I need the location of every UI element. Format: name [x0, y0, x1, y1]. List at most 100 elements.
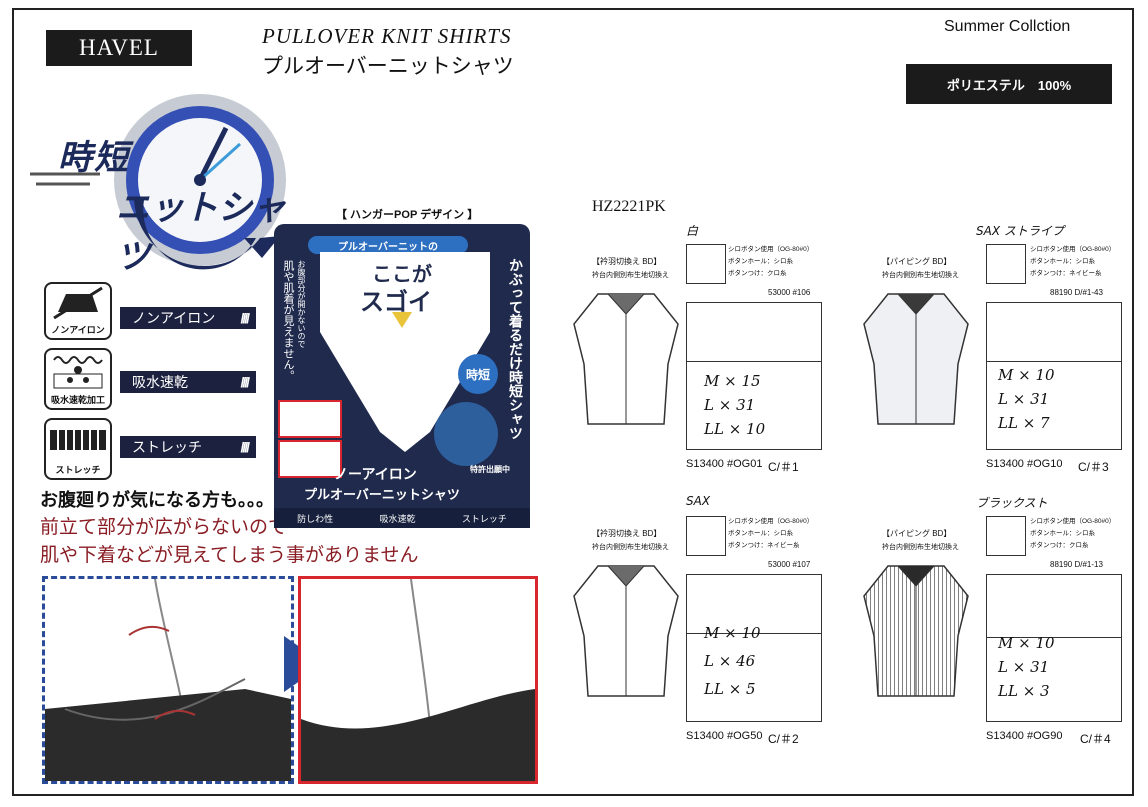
feature-icon-caption: 吸水速乾加工	[50, 395, 105, 405]
pop-big-2: スゴイ	[360, 289, 432, 316]
product-card-4: ブラックスト 【パイピング BD】 衿台内側別布生地切換え シロボタン使用（OG…	[858, 496, 1128, 778]
stretch-icon	[50, 430, 106, 450]
order-qty-l: L × 46	[704, 652, 756, 670]
feature-bar-non-iron: ノンアイロン ////	[120, 307, 256, 329]
fabric-code: 88190 D/#1-43	[1050, 288, 1103, 297]
sku-code: S13400 #OG01	[686, 458, 763, 470]
feature-bar-stretch: ストレッチ ////	[120, 436, 256, 458]
shirt-sketch-icon	[863, 293, 969, 425]
non-iron-icon-box: ノンアイロン	[44, 282, 112, 340]
order-qty-m: M × 10	[998, 366, 1055, 384]
collar-type: 【衿羽切換え BD】	[592, 529, 662, 538]
pop-design-label: 【 ハンガーPOP デザイン 】	[336, 209, 479, 221]
pop-badge: 時短	[458, 354, 498, 394]
collar-note: 衿台内側別布生地切換え	[882, 544, 959, 551]
pop-big-1: ここが	[372, 264, 432, 286]
button-specs: シロボタン使用（OG-80#0） ボタンホール：シロ糸 ボタンつけ：ネイビー糸	[1030, 246, 1116, 277]
logo-line1: 時短	[58, 139, 130, 177]
shirt-sketch-icon	[863, 565, 969, 697]
pop-top-banner: プルオーバーニットの	[308, 236, 468, 254]
pop-thumb-2	[278, 440, 342, 478]
brand-logo: HAVEL	[46, 30, 192, 66]
fabric-code: 53000 #107	[768, 560, 811, 569]
color-tag: ブラックスト	[976, 496, 1048, 510]
order-grid	[686, 302, 822, 450]
order-grid	[686, 574, 822, 722]
order-qty-ll: LL × 5	[704, 680, 756, 698]
water-drops-icon	[53, 356, 103, 389]
order-qty-l: L × 31	[704, 396, 756, 414]
illustration-before	[42, 576, 294, 784]
pop-footer: 防しわ性 吸水速乾 ストレッチ	[274, 508, 530, 528]
color-number: C/＃2	[768, 732, 799, 746]
color-number: C/＃1	[768, 460, 799, 474]
order-qty-ll: LL × 7	[998, 414, 1050, 432]
fabric-code: 88190 D/#1-13	[1050, 560, 1103, 569]
order-grid	[986, 574, 1122, 722]
order-grid	[986, 302, 1122, 450]
iron-icon	[53, 286, 103, 320]
feature-label: ストレッチ	[132, 439, 202, 455]
material-badge: ポリエステル 100%	[906, 64, 1112, 104]
page-frame	[12, 8, 1134, 796]
collar-shape-icon	[320, 252, 490, 452]
logo-line2: ニットシャツ	[116, 189, 286, 276]
stretch-icon-box: ストレッチ	[44, 418, 112, 480]
color-number: C/＃3	[1078, 460, 1109, 474]
pop-left-text: 肌や肌着が見えません。	[282, 260, 294, 381]
fabric-swatch	[986, 516, 1026, 556]
fabric-swatch	[686, 244, 726, 284]
feature-slash: ////	[240, 439, 249, 455]
fabric-closeup-image	[434, 402, 498, 466]
collar-type: 【パイピング BD】	[882, 257, 952, 266]
collar-note: 衿台内側別布生地切換え	[592, 544, 669, 551]
color-tag: SAX	[686, 494, 711, 508]
feature-label: 吸水速乾	[132, 374, 188, 390]
pop-footer-item: 吸水速乾	[379, 513, 416, 524]
pop-left-text-2: お腹部分が開かないので	[297, 260, 306, 348]
quick-dry-icon-box: 吸水速乾加工	[44, 348, 112, 410]
color-tag: SAX ストライプ	[976, 224, 1064, 238]
style-number: HZ2221PK	[592, 198, 666, 215]
order-qty-m: M × 10	[704, 624, 761, 642]
order-qty-ll: LL × 10	[704, 420, 766, 438]
fabric-swatch	[686, 516, 726, 556]
pop-product-2: プルオーバーニットシャツ	[304, 487, 460, 502]
collar-type: 【衿羽切換え BD】	[592, 257, 662, 266]
button-specs: シロボタン使用（OG-80#0） ボタンホール：シロ糸 ボタンつけ：クロ糸	[728, 246, 814, 277]
message-line-2: 前立て部分が広がらないので	[40, 517, 288, 538]
hanger-pop: プルオーバーニットの ここが スゴイ 肌や肌着が見えません。 お腹部分が開かない…	[274, 224, 530, 528]
illustration-after	[298, 576, 538, 784]
sku-code: S13400 #OG90	[986, 730, 1063, 742]
pop-footer-item: 防しわ性	[297, 513, 334, 524]
sku-code: S13400 #OG10	[986, 458, 1063, 470]
feature-label: ノンアイロン	[132, 310, 216, 326]
button-specs: シロボタン使用（OG-80#0） ボタンホール：シロ糸 ボタンつけ：クロ糸	[1030, 518, 1116, 549]
order-qty-m: M × 15	[704, 372, 761, 390]
fabric-code: 53000 #106	[768, 288, 811, 297]
product-card-3: SAX 【衿羽切換え BD】 衿台内側別布生地切換え シロボタン使用（OG-80…	[568, 494, 838, 778]
pop-footer-item: ストレッチ	[461, 513, 507, 524]
feature-icon-caption: ノンアイロン	[51, 325, 105, 335]
collar-note: 衿台内側別布生地切換え	[592, 272, 669, 279]
jitan-logo: 時短 ニットシャツ	[30, 88, 310, 278]
pop-patent: 特許出願中	[470, 465, 510, 474]
feature-slash: ////	[240, 374, 249, 390]
title-english: PULLOVER KNIT SHIRTS	[262, 24, 512, 48]
title-japanese: プルオーバーニットシャツ	[262, 55, 514, 78]
message-line-1: お腹廻りが気になる方も。。。	[40, 490, 274, 510]
collar-note: 衿台内側別布生地切換え	[882, 272, 959, 279]
feature-bar-quick-dry: 吸水速乾 ////	[120, 371, 256, 393]
arrow-down-icon	[392, 312, 412, 328]
collar-type: 【パイピング BD】	[882, 529, 952, 538]
order-qty-ll: LL × 3	[998, 682, 1050, 700]
button-specs: シロボタン使用（OG-80#0） ボタンホール：シロ糸 ボタンつけ：ネイビー糸	[728, 518, 814, 549]
color-tag: 白	[686, 224, 699, 238]
torso-illustration	[301, 578, 535, 782]
fabric-swatch	[986, 244, 1026, 284]
shirt-sketch-icon	[573, 565, 679, 697]
color-number: C/＃4	[1080, 732, 1111, 746]
pop-thumb-1	[278, 400, 342, 438]
order-qty-m: M × 10	[998, 634, 1055, 652]
shirt-sketch-icon	[573, 293, 679, 425]
